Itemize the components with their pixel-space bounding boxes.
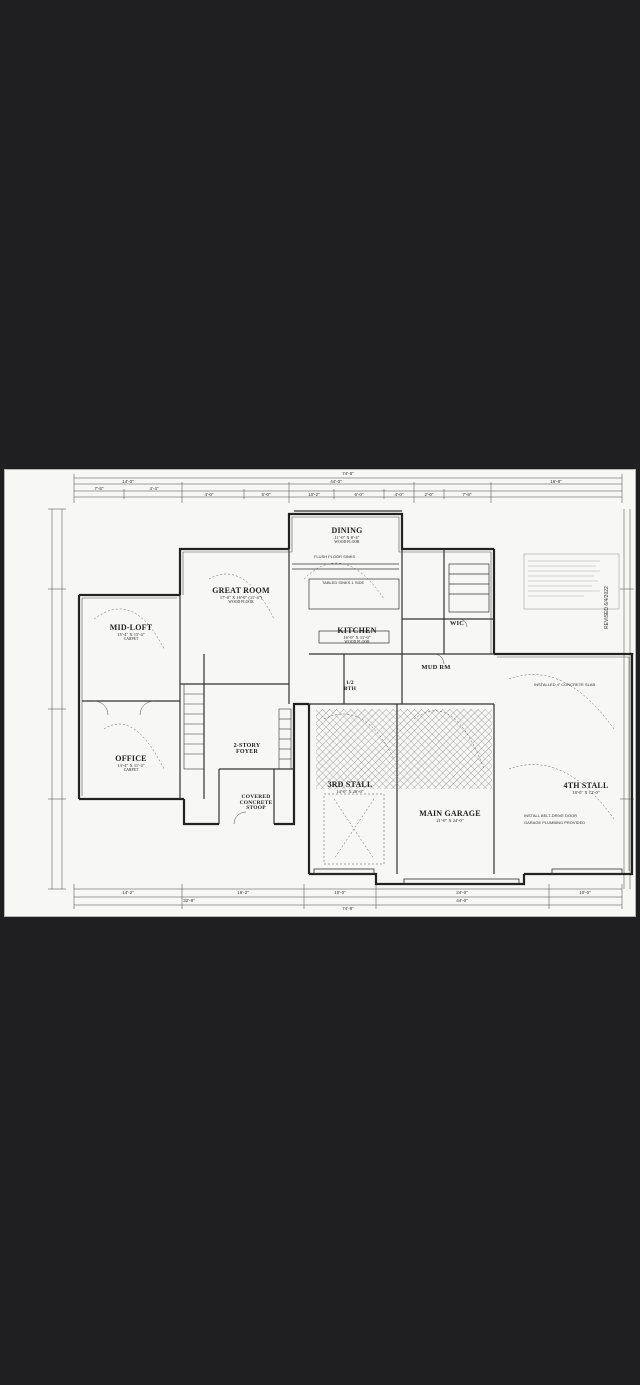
floor-plan-image: DINING 11'-0" X 8'-4" WOOD FLOOR GREAT R… (4, 469, 636, 917)
room-main-garage: MAIN GARAGE 21'-0" X 24'-0" (419, 810, 481, 824)
room-name: 1/2 BTH (343, 680, 357, 692)
room-covered-stoop: COVERED CONCRETE STOOP (233, 794, 279, 812)
top-dimension-lines (73, 474, 623, 503)
note-garage-1: INSTALL BELT-DRIVE DOOR (524, 813, 578, 818)
note-garage-slab: INSTALLED 4" CONCRETE SLAB (534, 682, 596, 687)
room-dims: 14'-0" X 20'-0" (336, 789, 364, 794)
room-mud-rm: MUD RM (421, 664, 451, 672)
room-dims: 11'-0" X 8'-4" (334, 535, 360, 540)
room-great-room: GREAT ROOM 17'-0" X 16'-0" (11'-4") WOOD… (211, 587, 271, 604)
room-name: 2-STORY FOYER (233, 743, 261, 755)
dim-top-sub: 4'-0" (394, 492, 404, 497)
dim-top-sub: 2'-0" (424, 492, 434, 497)
room-name: OFFICE (115, 754, 147, 763)
room-name: MUD RM (421, 664, 451, 671)
dim-top-sub: 4'-0" (204, 492, 214, 497)
dim-top-sub: 10'-2" (308, 492, 320, 497)
stairs (183, 683, 292, 770)
room-name: 4TH STALL (563, 781, 609, 790)
note-garage-2: GARAGE PLUMBING PROVIDED (524, 820, 586, 825)
room-fourth-stall: 4TH STALL 18'-0" X 12'-0" (564, 782, 609, 796)
dim-top-seg: 16'-8" (550, 479, 562, 484)
room-bath: 1/2 BTH (341, 680, 359, 692)
dim-top-sub: 6'-0" (354, 492, 364, 497)
dim-top-sub: 6'-0" (261, 492, 271, 497)
room-floor: CARPET (123, 636, 139, 641)
kitchen-cabinets (292, 563, 490, 644)
dim-bottom-sub: 44'-0" (456, 898, 468, 903)
dim-top-seg: 44'-0" (330, 479, 342, 484)
room-name: MAIN GARAGE (419, 809, 481, 818)
room-dims: 13'-4" X 11'-4" (117, 763, 145, 768)
electrical-dashed-lines (93, 562, 615, 865)
room-floor: WOOD FLOOR (228, 599, 254, 604)
room-kitchen: KITCHEN 16'-0" X 11'-0" WOOD FLOOR (337, 627, 376, 644)
room-name: MID-LOFT (109, 623, 153, 632)
room-foyer: 2-STORY FOYER (225, 743, 269, 755)
room-name: KITCHEN (337, 626, 377, 635)
garage-doors (313, 868, 623, 885)
bottom-dimension-lines (73, 884, 623, 909)
note-island: TABLED SINKS 1 SIDE (322, 580, 365, 585)
room-name: COVERED CONCRETE STOOP (239, 794, 273, 811)
room-dims: 16'-0" X 11'-0" (343, 635, 371, 640)
room-mid-loft: MID-LOFT 15'-4" X 15'-4" CARPET (110, 624, 153, 641)
dim-bottom-seg: 10'-0" (579, 890, 591, 895)
door-swings (93, 618, 468, 825)
room-dims: 21'-0" X 24'-0" (436, 818, 464, 823)
room-name: WIC (449, 620, 465, 627)
dim-bottom-sub: 32'-8" (183, 898, 195, 903)
dim-bottom-seg: 24'-0" (456, 890, 468, 895)
room-dims: 15'-4" X 15'-4" (117, 632, 145, 637)
room-name: DINING (331, 526, 363, 535)
room-dims: 18'-0" X 12'-0" (572, 790, 600, 795)
dim-bottom-seg: 16'-2" (237, 890, 249, 895)
dim-bottom-seg: 14'-2" (122, 890, 134, 895)
floor-plan-drawing (4, 469, 636, 917)
room-third-stall: 3RD STALL 14'-0" X 20'-0" (328, 781, 373, 795)
room-office: OFFICE 13'-4" X 11'-4" CARPET (115, 755, 146, 772)
room-floor: WOOD FLOOR (334, 539, 360, 544)
room-name: 3RD STALL (327, 780, 373, 789)
dim-top-sub: 7'-8" (462, 492, 472, 497)
side-dimension-lines (48, 508, 634, 890)
dim-bottom-overall: 74'-8" (342, 906, 354, 911)
room-wic: WIC (449, 620, 465, 628)
dim-bottom-seg: 10'-0" (334, 890, 346, 895)
dim-top-sub: 4'-4" (149, 486, 159, 491)
dim-top-sub: 7'-8" (94, 486, 104, 491)
room-floor: WOOD FLOOR (344, 639, 370, 644)
note-revised-stamp: REVISED 6/4/2022 (604, 586, 610, 629)
dim-top-overall: 74'-8" (342, 471, 354, 476)
note-kitchen-counter: FLUSH FLOOR SINKS (314, 554, 356, 559)
dim-top-seg: 14'-0" (122, 479, 134, 484)
room-dims: 17'-0" X 16'-0" (11'-4") (219, 595, 263, 600)
room-name: GREAT ROOM (212, 586, 270, 595)
room-dining: DINING 11'-0" X 8'-4" WOOD FLOOR (332, 527, 363, 544)
room-floor: CARPET (123, 767, 139, 772)
notes-box (523, 553, 620, 610)
